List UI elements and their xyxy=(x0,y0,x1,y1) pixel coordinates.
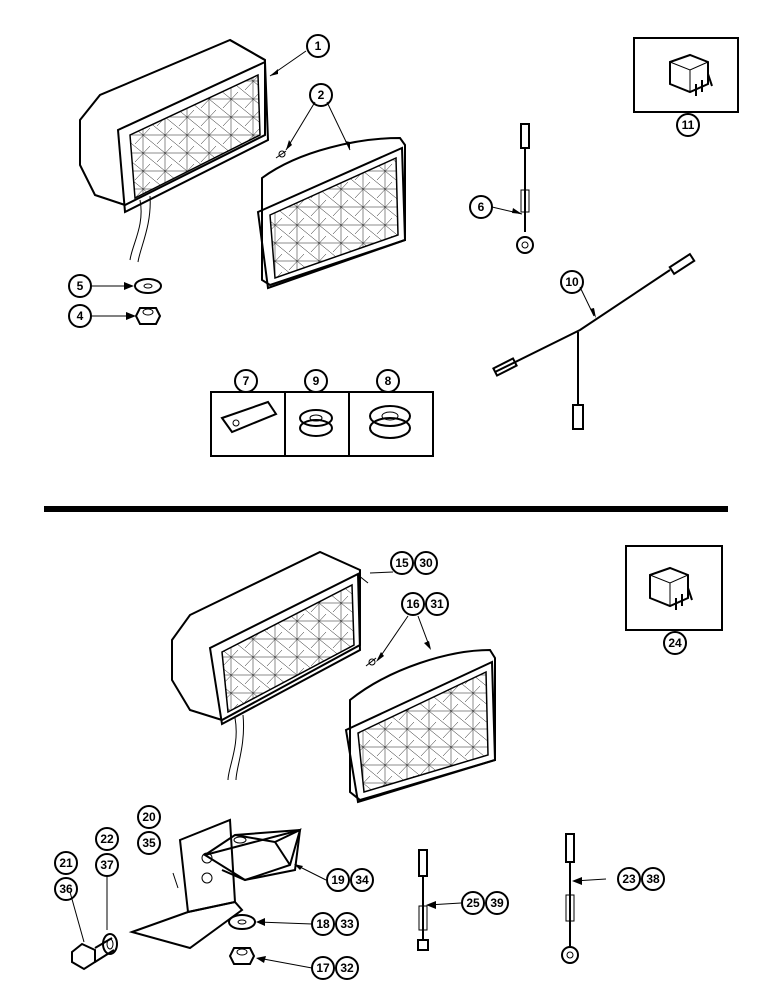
washer-upper xyxy=(134,278,162,294)
callout-22: 22 xyxy=(95,827,119,851)
callout-18: 18 xyxy=(311,912,335,936)
callout-4: 4 xyxy=(68,304,92,328)
svg-text:16: 16 xyxy=(406,597,420,611)
wire-harness-10 xyxy=(492,252,696,430)
nut-upper xyxy=(134,307,162,325)
svg-text:35: 35 xyxy=(142,836,156,850)
callout-7: 7 xyxy=(234,369,258,393)
svg-text:39: 39 xyxy=(490,896,504,910)
callout-25: 25 xyxy=(461,891,485,915)
svg-text:24: 24 xyxy=(668,636,682,650)
svg-text:31: 31 xyxy=(430,597,444,611)
svg-text:17: 17 xyxy=(316,961,330,975)
svg-text:1: 1 xyxy=(315,39,322,53)
callout-33: 33 xyxy=(335,912,359,936)
callout-8: 8 xyxy=(376,369,400,393)
svg-text:30: 30 xyxy=(419,556,433,570)
svg-text:37: 37 xyxy=(100,858,114,872)
svg-text:36: 36 xyxy=(59,882,73,896)
callout-24: 24 xyxy=(663,631,687,655)
callout-15: 15 xyxy=(390,551,414,575)
leader-lines xyxy=(69,50,607,969)
callout-38: 38 xyxy=(641,867,665,891)
callout-11: 11 xyxy=(676,113,700,137)
svg-text:38: 38 xyxy=(646,872,660,886)
callout-6: 6 xyxy=(469,195,493,219)
svg-text:34: 34 xyxy=(355,873,369,887)
svg-text:18: 18 xyxy=(316,917,330,931)
lamp-bezel-upper xyxy=(256,136,407,290)
svg-text:2: 2 xyxy=(318,88,325,102)
callout-19: 19 xyxy=(326,868,350,892)
callout-1: 1 xyxy=(306,34,330,58)
svg-text:4: 4 xyxy=(77,309,84,323)
grommet-panel xyxy=(210,391,434,457)
callout-20: 20 xyxy=(137,805,161,829)
callout-31: 31 xyxy=(425,592,449,616)
callout-35: 35 xyxy=(137,831,161,855)
callout-17: 17 xyxy=(311,956,335,980)
callout-36: 36 xyxy=(54,877,78,901)
wire-lead-23 xyxy=(561,833,579,964)
angle-bracket-20 xyxy=(128,818,244,950)
callout-39: 39 xyxy=(485,891,509,915)
svg-text:33: 33 xyxy=(340,917,354,931)
callout-2: 2 xyxy=(309,83,333,107)
nut-lower xyxy=(228,947,256,965)
svg-text:15: 15 xyxy=(395,556,409,570)
svg-text:10: 10 xyxy=(565,275,579,289)
callout-10: 10 xyxy=(560,270,584,294)
wire-lead-25 xyxy=(417,849,429,951)
callout-32: 32 xyxy=(335,956,359,980)
washer-lower xyxy=(228,914,256,930)
callout-37: 37 xyxy=(95,853,119,877)
star-washer-22 xyxy=(102,933,118,955)
svg-text:8: 8 xyxy=(385,374,392,388)
svg-text:21: 21 xyxy=(59,856,73,870)
svg-text:25: 25 xyxy=(466,896,480,910)
relay-box-upper xyxy=(633,37,739,113)
callout-23: 23 xyxy=(617,867,641,891)
svg-text:32: 32 xyxy=(340,961,354,975)
wire-lead-6 xyxy=(516,123,534,254)
callout-5: 5 xyxy=(68,274,92,298)
svg-text:6: 6 xyxy=(478,200,485,214)
svg-text:23: 23 xyxy=(622,872,636,886)
svg-text:22: 22 xyxy=(100,832,114,846)
svg-text:20: 20 xyxy=(142,810,156,824)
section-divider xyxy=(44,506,728,512)
svg-text:7: 7 xyxy=(243,374,250,388)
callout-21: 21 xyxy=(54,851,78,875)
callout-9: 9 xyxy=(304,369,328,393)
callout-16: 16 xyxy=(401,592,425,616)
svg-text:19: 19 xyxy=(331,873,345,887)
lamp-bezel-lower xyxy=(344,648,497,804)
callout-30: 30 xyxy=(414,551,438,575)
callout-34: 34 xyxy=(350,868,374,892)
work-lamp-lower xyxy=(171,550,362,781)
mount-bracket-19 xyxy=(202,828,302,882)
svg-text:11: 11 xyxy=(682,118,695,132)
relay-box-lower xyxy=(625,545,723,631)
svg-text:9: 9 xyxy=(313,374,320,388)
svg-text:5: 5 xyxy=(77,279,84,293)
work-lamp-upper xyxy=(79,38,270,263)
